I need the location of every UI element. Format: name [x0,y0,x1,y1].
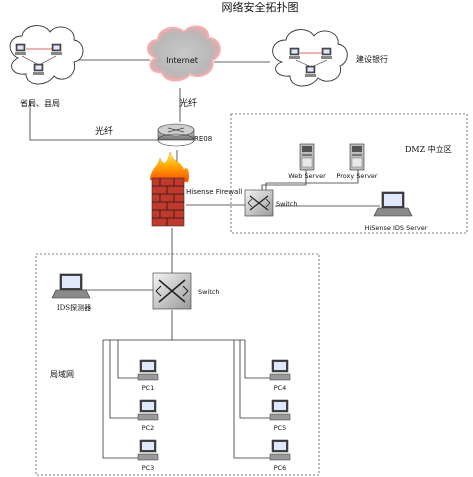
links [29,59,380,459]
lan-label: 局域网 [50,369,74,379]
fiber-label-left: 光纤 [95,125,113,137]
ccb-cloud [272,29,348,87]
proxy-server-icon [349,143,365,171]
link-left-cloud-router [29,100,158,141]
lan-switch-label: Switch [198,288,220,296]
router-icon [157,123,195,147]
router-label: RE08 [194,135,212,143]
computer-icon [321,47,332,59]
pc6-label: PC6 [274,464,287,472]
firewall-label: Hisense Firewall [186,188,242,196]
pc4-icon [269,359,291,381]
dmz-label: DMZ 中立区 [405,144,452,154]
dmz-zone [230,113,468,234]
link-dmzswitch-proxy [265,170,359,190]
computer-icon [33,63,44,75]
pc5-label: PC5 [274,424,287,432]
diagram-title: 网络安全拓扑图 [222,0,299,14]
province-county-label: 省局、县局 [20,98,60,108]
province-county-cloud [9,25,84,85]
pc2-label: PC2 [142,424,155,432]
ids-server-icon [373,191,413,217]
lan-switch-icon [152,272,192,310]
internet-cloud [147,25,221,82]
computer-icon [289,47,300,59]
pc3-label: PC3 [142,464,155,472]
proxy-server-label: Proxy Server [336,172,378,180]
pc5-icon [269,399,291,421]
ids-server-label: HiSense IDS Server [365,224,428,232]
fiber-label-top: 光纤 [179,97,197,109]
pc3-icon [137,439,159,461]
ids-probe-icon [51,273,91,299]
ccb-label: 建设银行 [356,54,388,64]
web-server-icon [299,143,315,171]
pc4-label: PC4 [274,384,287,392]
web-server-label: Web Server [288,172,326,180]
link-dmzswitch-web [261,170,307,190]
pc1-icon [137,359,159,381]
pc6-icon [269,439,291,461]
computer-icon [15,43,26,55]
computer-icon [51,43,62,55]
pc1-label: PC1 [142,384,155,392]
dmz-switch-icon [244,189,274,217]
ids-probe-label: IDS探测器 [57,303,91,312]
computer-icon [305,65,316,77]
pc2-icon [137,399,159,421]
dmz-switch-label: Switch [276,200,298,208]
lan-zone [35,253,320,476]
internet-label: Internet [166,56,198,65]
firewall-icon [149,151,190,227]
